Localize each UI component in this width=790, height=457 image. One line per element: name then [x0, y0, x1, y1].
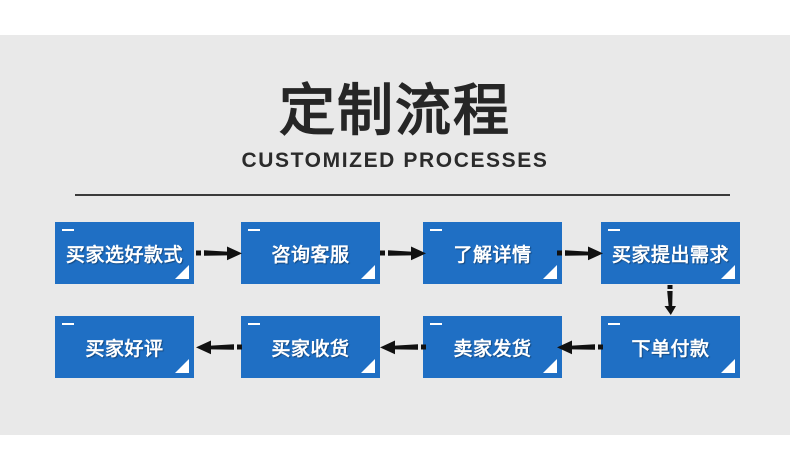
- corner-dash-icon: [608, 229, 620, 231]
- arrow-right-icon: [557, 242, 603, 264]
- title-divider: [75, 194, 730, 196]
- corner-triangle-icon: [175, 359, 189, 373]
- arrow-left-icon: [380, 336, 426, 358]
- corner-triangle-icon: [543, 359, 557, 373]
- flow-step-label: 咨询客服: [271, 244, 350, 266]
- corner-triangle-icon: [361, 359, 375, 373]
- flow-step-box[interactable]: 咨询客服: [241, 222, 380, 284]
- flow-step-box[interactable]: 买家好评: [55, 316, 194, 378]
- flow-step-box[interactable]: 买家提出需求: [601, 222, 740, 284]
- corner-dash-icon: [62, 229, 74, 231]
- flow-step-label: 了解详情: [453, 244, 532, 266]
- corner-triangle-icon: [721, 359, 735, 373]
- arrow-right-icon: [380, 242, 426, 264]
- arrow-left-icon: [557, 336, 603, 358]
- flow-step-label: 买家收货: [271, 338, 350, 360]
- corner-dash-icon: [248, 323, 260, 325]
- corner-triangle-icon: [175, 265, 189, 279]
- flow-step-label: 下单付款: [631, 338, 710, 360]
- arrow-right-icon: [196, 242, 242, 264]
- corner-dash-icon: [430, 229, 442, 231]
- flow-step-label: 买家提出需求: [611, 244, 729, 266]
- flow-step-box[interactable]: 了解详情: [423, 222, 562, 284]
- flow-step-label: 买家选好款式: [65, 244, 183, 266]
- flow-step-box[interactable]: 下单付款: [601, 316, 740, 378]
- arrow-left-icon: [196, 336, 242, 358]
- corner-triangle-icon: [721, 265, 735, 279]
- flow-step-box[interactable]: 买家收货: [241, 316, 380, 378]
- corner-dash-icon: [62, 323, 74, 325]
- arrow-down-icon: [660, 285, 680, 315]
- page-subtitle: CUSTOMIZED PROCESSES: [241, 149, 549, 172]
- flow-step-label: 卖家发货: [453, 338, 532, 360]
- corner-dash-icon: [608, 323, 620, 325]
- corner-triangle-icon: [543, 265, 557, 279]
- corner-triangle-icon: [361, 265, 375, 279]
- corner-dash-icon: [430, 323, 442, 325]
- flow-step-label: 买家好评: [85, 338, 164, 360]
- corner-dash-icon: [248, 229, 260, 231]
- flow-step-box[interactable]: 卖家发货: [423, 316, 562, 378]
- page-title: 定制流程: [279, 79, 511, 142]
- flow-step-box[interactable]: 买家选好款式: [55, 222, 194, 284]
